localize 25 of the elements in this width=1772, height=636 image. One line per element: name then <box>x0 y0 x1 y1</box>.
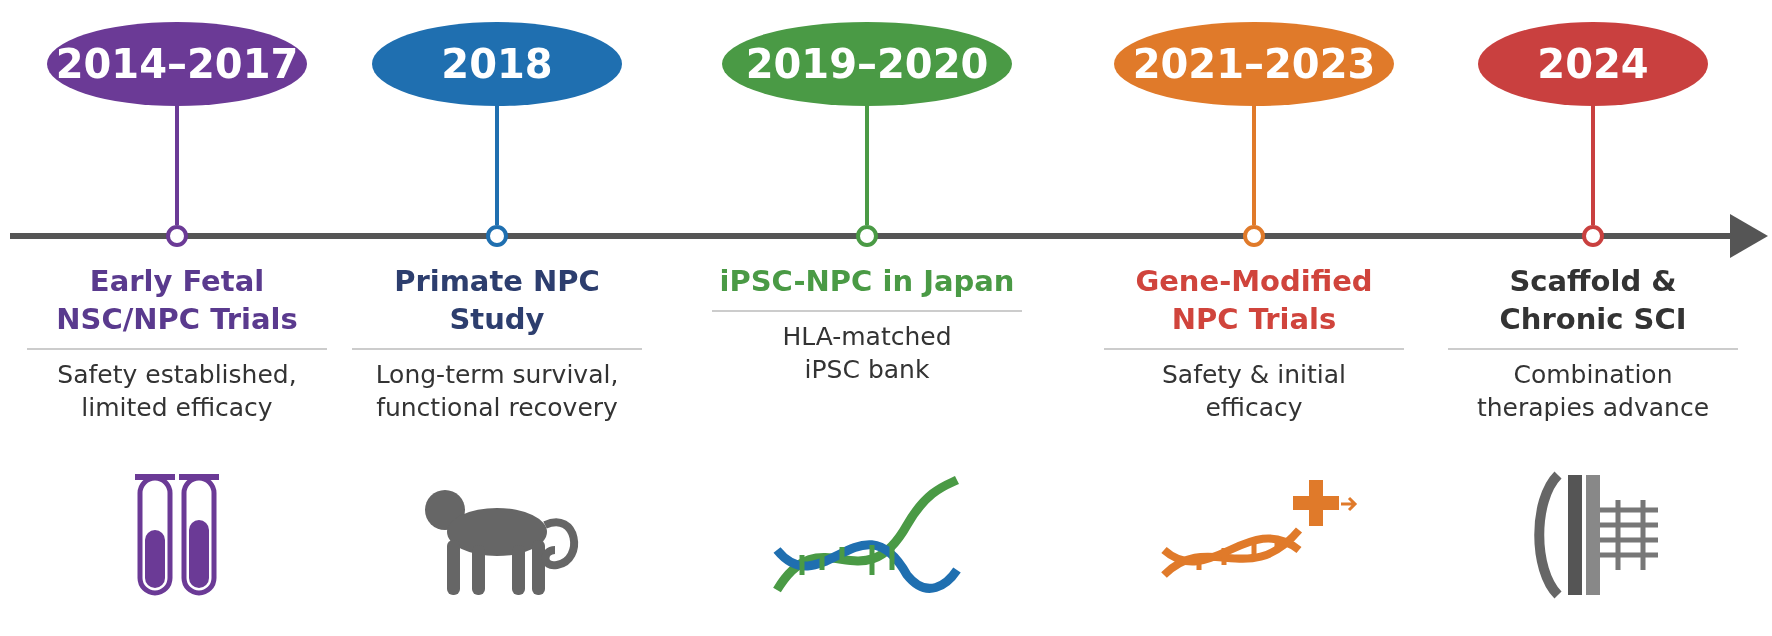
connector-stem <box>175 106 179 225</box>
timeline-marker <box>856 225 878 247</box>
year-oval: 2019–2020 <box>722 22 1012 106</box>
year-oval: 2014–2017 <box>47 22 307 106</box>
year-oval: 2021–2023 <box>1114 22 1394 106</box>
timeline-marker <box>166 225 188 247</box>
milestone-heading: Early Fetal NSC/NPC Trials <box>27 262 327 350</box>
year-oval: 2024 <box>1478 22 1708 106</box>
milestone-heading: iPSC-NPC in Japan <box>712 262 1022 312</box>
year-oval: 2018 <box>372 22 622 106</box>
milestone-description: Safety & initial efficacy <box>1160 359 1348 424</box>
connector-stem <box>1591 106 1595 225</box>
milestone-heading: Primate NPC Study <box>352 262 642 350</box>
milestone-heading: Gene-Modified NPC Trials <box>1104 262 1404 350</box>
timeline-marker <box>1243 225 1265 247</box>
timeline-marker <box>1582 225 1604 247</box>
milestone-description: Safety established, limited efficacy <box>56 359 298 424</box>
connector-stem <box>1252 106 1256 225</box>
milestone-description: Long-term survival, functional recovery <box>374 359 620 424</box>
connector-stem <box>495 106 499 225</box>
milestone-description: HLA-matched iPSC bank <box>781 321 953 386</box>
milestone-heading: Scaffold & Chronic SCI <box>1448 262 1738 350</box>
timeline-marker <box>486 225 508 247</box>
connector-stem <box>865 106 869 225</box>
milestone-description: Combination therapies advance <box>1475 359 1711 424</box>
